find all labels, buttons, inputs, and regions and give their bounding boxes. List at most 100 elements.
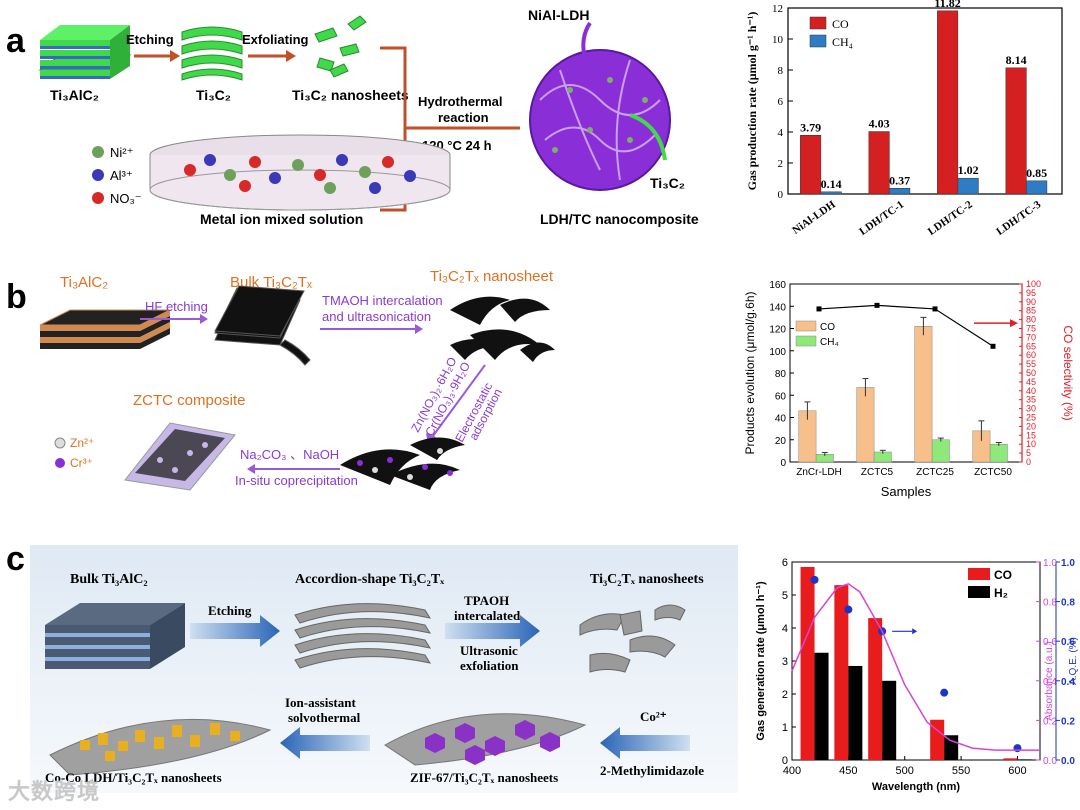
chart-b-bar (931, 439, 950, 463)
chart-b-y2tick-label: 55 (1026, 359, 1036, 369)
c-ultra-label-1: Ultrasonic (460, 643, 518, 658)
chart-c-y3label: A.Q.E. (%) (1068, 637, 1079, 685)
b-left-arrow (247, 464, 340, 474)
chart-c-xlabel: Wavelength (nm) (872, 781, 961, 793)
chart-a-data-label: 11.82 (934, 0, 960, 10)
al-legend-swatch (92, 169, 104, 181)
chart-b-xtick-label: ZCTC25 (916, 467, 954, 478)
a-nanosheets-label: Ti₃C₂ nanosheets (292, 87, 409, 103)
chart-a-data-label: 4.03 (869, 117, 890, 131)
chart-c-aqe-point (940, 688, 949, 697)
chart-c-ytick-label: 2 (782, 689, 788, 701)
chart-c-y2tick-label: 0.0 (1043, 756, 1057, 767)
chart-c-bar (1003, 758, 1018, 760)
chart-c-bar (814, 652, 829, 760)
chart-b-y2tick-label: 10 (1026, 439, 1036, 449)
chart-a-ylabel: Gas production rate (μmol g⁻¹ h⁻¹) (745, 12, 759, 191)
c-tpaoh-arrow (445, 615, 540, 647)
chart-c-y2label: Absorbance (a.u.) (1044, 641, 1055, 721)
chart-b-y2tick-label: 90 (1026, 297, 1036, 307)
chart-a-bar (800, 135, 822, 195)
chart-b-ytick-label: 60 (775, 391, 787, 402)
chart-a-data-label: 0.85 (1026, 166, 1047, 180)
c-bulk-block-icon (45, 603, 185, 669)
c-methyl-label: 2-Methylimidazole (600, 763, 704, 778)
chart-b-ytick-label: 40 (775, 414, 787, 425)
c-co2-label: Co²⁺ (640, 709, 667, 724)
chart-b-axis-arrowhead (1010, 319, 1018, 328)
b-tmaoh-arrow (320, 324, 423, 334)
chart-a-data-label: 1.02 (958, 163, 979, 177)
c-zif-sheet-icon (384, 713, 587, 766)
chart-c-ytick-label: 0 (782, 755, 788, 767)
chart-a-bar (1005, 67, 1027, 195)
chart-b-y2tick-label: 50 (1026, 368, 1036, 378)
ni-legend-swatch (92, 146, 104, 158)
chart-c-y3tick-label: 0.4 (1061, 677, 1075, 688)
b-zctc-label: ZCTC composite (133, 392, 246, 409)
ti3c2-arrow (629, 113, 667, 161)
chart-b-selectivity-point (990, 343, 996, 349)
ldh-tc-sphere-icon (529, 49, 671, 191)
b-legend-zn: Zn²⁺ (70, 436, 94, 450)
chart-b-ylabel: Products evolution (μmol/g.6h) (743, 292, 757, 455)
chart-c-legend-swatch (968, 568, 990, 580)
chart-c-ytick-label: 4 (782, 623, 788, 635)
chart-c-bar (848, 665, 863, 760)
c-accordion-label: Accordion-shape Ti₃C₂Tₓ (295, 572, 445, 587)
b-hf-label: HF etching (145, 299, 208, 314)
chart-b-xtick-label: ZCTC50 (974, 467, 1012, 478)
chart-c-bar (944, 735, 959, 760)
chart-c-y3tick-label: 0.6 (1061, 637, 1075, 648)
chart-b-selectivity-line (818, 304, 994, 347)
ti3c2-nanosheets-icon (314, 15, 367, 78)
c-coco-sheet-icon (49, 718, 272, 776)
chart-c-ytick-label: 3 (782, 656, 788, 668)
c-etching-arrow (190, 615, 280, 647)
panel-letter-a: a (6, 22, 25, 60)
chart-c-aqe-point (1013, 744, 1022, 753)
a-exfoliating-label: Exfoliating (242, 32, 309, 47)
c-ion-label-1: Ion-assistant (285, 695, 356, 710)
c-tpaoh-label-1: TPAOH (464, 593, 509, 608)
no3-legend-swatch (92, 192, 104, 204)
chart-c-aqe-arrowhead (912, 628, 918, 635)
chart-b-y2tick-label: 35 (1026, 395, 1036, 405)
a-etching-arrow (134, 50, 180, 62)
chart-a-ytick-label: 0 (778, 189, 784, 201)
b-tmaoh-label-1: TMAOH intercalation (322, 293, 443, 308)
chart-a-data-label: 0.37 (889, 173, 910, 187)
chart-c-y3tick-label: 0.8 (1061, 598, 1075, 609)
chart-b-y2tick-label: 65 (1026, 341, 1036, 351)
chart-b-selectivity-point (932, 306, 938, 312)
b-nanosheet-icon (450, 296, 555, 362)
chart-c-xtick-label: 450 (839, 765, 857, 777)
c-zif-label: ZIF-67/Ti₃C₂Tₓ nanosheets (410, 770, 558, 785)
a-legend-al: Al³⁺ (110, 168, 133, 183)
a-ion-particles (184, 154, 416, 194)
chart-b-ytick-label: 140 (769, 302, 786, 313)
chart-a-legend-swatch (809, 16, 827, 30)
chart-b-y2tick-label: 100 (1026, 279, 1041, 289)
c-nanosheets-icon (579, 604, 686, 673)
chart-c-y2tick-label: 1.0 (1043, 558, 1057, 569)
chart-b: 0204060801001201401600510152025303540455… (743, 279, 1075, 499)
b-tmaoh-label-2: and ultrasonication (322, 309, 431, 324)
chart-b-y2tick-label: 30 (1026, 404, 1036, 414)
chart-b-y2tick-label: 15 (1026, 430, 1036, 440)
chart-c-bar (868, 618, 883, 760)
a-exfoliating-arrow (248, 50, 296, 62)
chart-c-legend-swatch (968, 586, 990, 598)
chart-b-legend-label: CH₄ (820, 337, 839, 348)
chart-a-ytick-label: 12 (772, 3, 783, 15)
chart-c-xtick-label: 500 (896, 765, 914, 777)
chart-c-ylabel: Gas generation rate (μmol h⁻¹) (755, 581, 767, 741)
chart-a-bar (937, 10, 959, 195)
chart-c-absorbance-curve (791, 582, 1040, 751)
chart-a-xtick-label: NiAl-LDH (790, 198, 838, 236)
chart-c-y2tick-label: 0.4 (1043, 677, 1057, 688)
chart-c-y2tick-label: 0.8 (1043, 598, 1057, 609)
chart-b-y2tick-label: 75 (1026, 324, 1036, 334)
c-tpaoh-label-2: intercalated (454, 608, 521, 623)
chart-c-legend-label: H₂ (994, 586, 1008, 600)
